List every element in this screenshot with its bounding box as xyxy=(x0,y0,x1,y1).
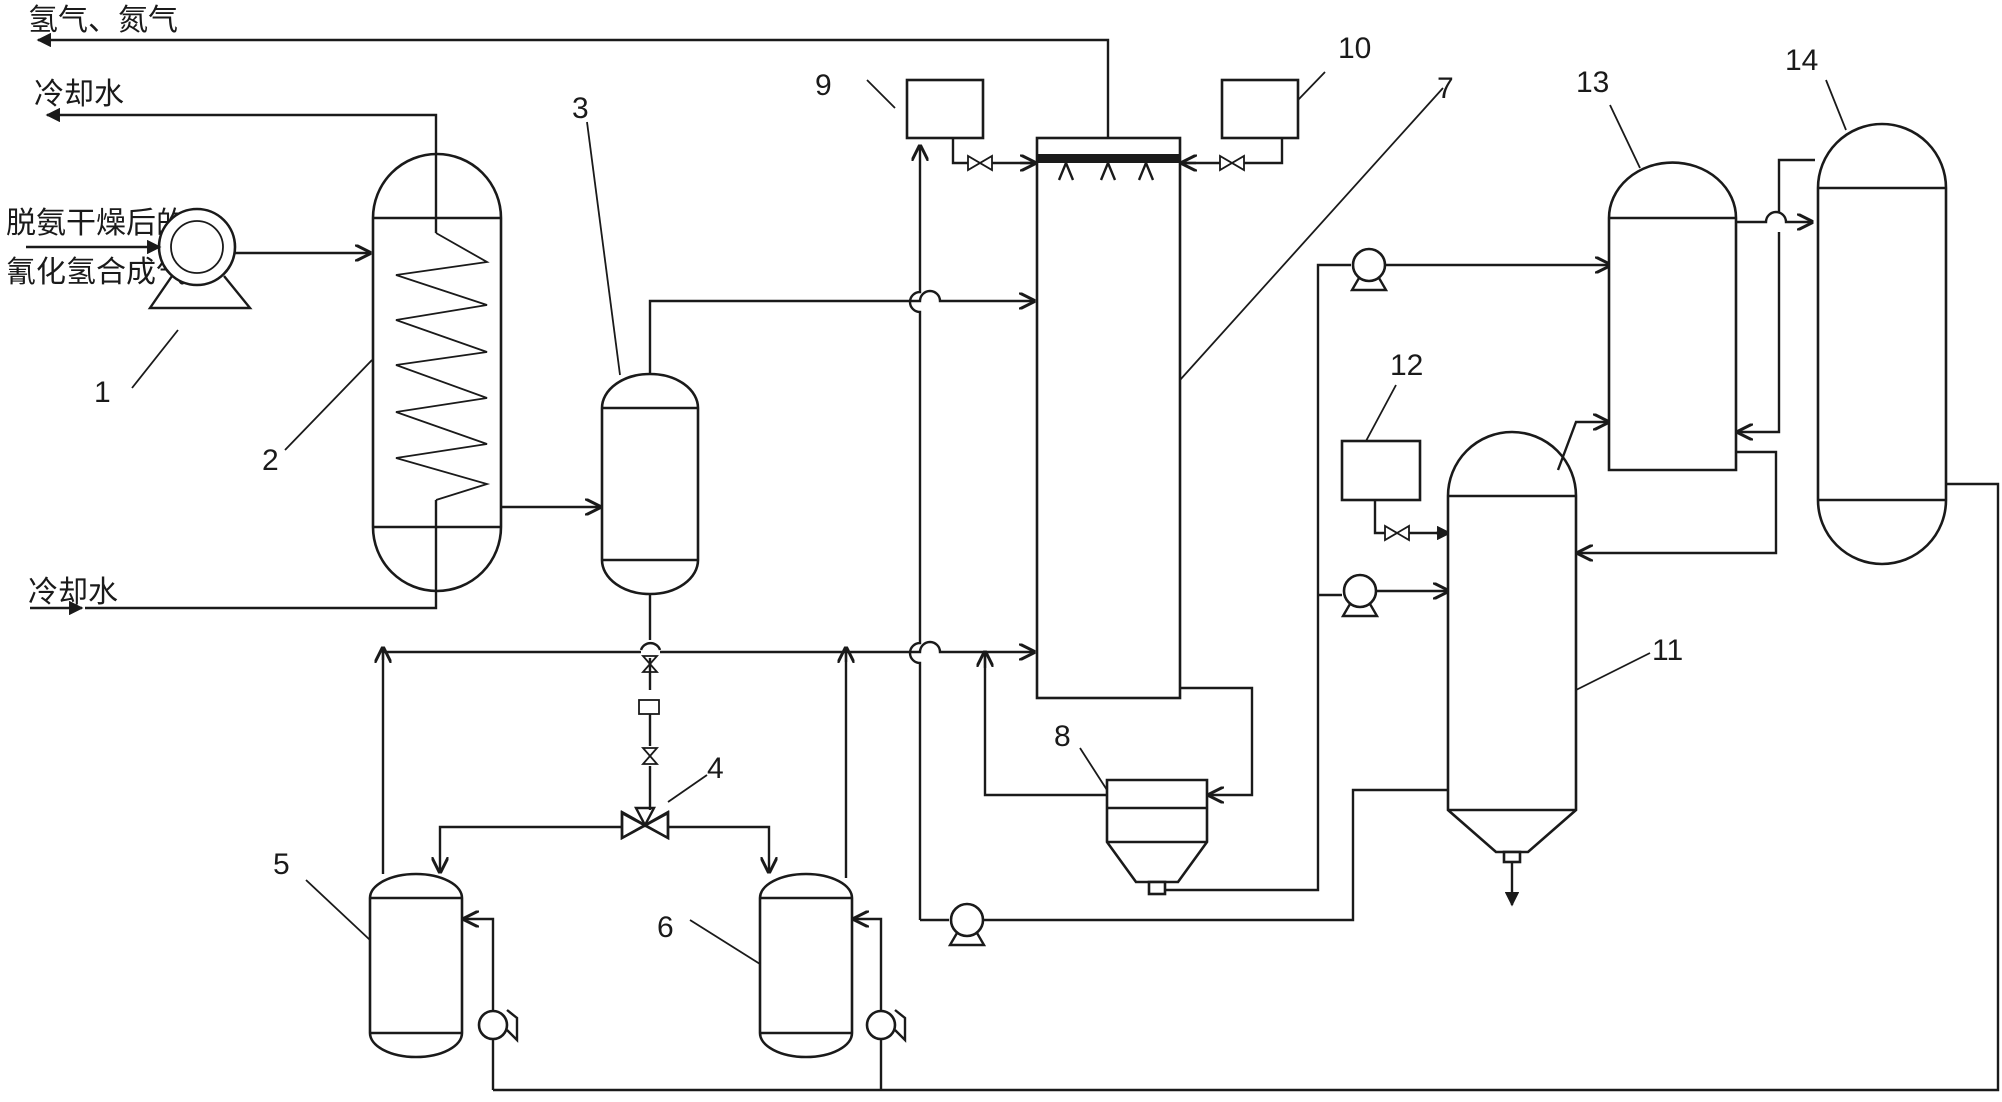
tank9-to-absorber xyxy=(951,138,1035,165)
label-8: 8 xyxy=(1054,720,1071,753)
dosing-tank-10 xyxy=(1220,78,1300,140)
leader-1 xyxy=(131,329,179,389)
recycle-up-line xyxy=(908,146,920,920)
pump-to-11 xyxy=(1340,573,1380,618)
stream-label-feed-line1: 脱氨干燥后的 xyxy=(6,206,186,241)
pump-bottom xyxy=(947,902,987,947)
hopper-8 xyxy=(1105,778,1209,896)
valve4-to-tank6 xyxy=(668,825,769,872)
label-10: 10 xyxy=(1338,32,1371,65)
leader-12 xyxy=(1365,384,1397,442)
label-3: 3 xyxy=(572,92,589,125)
leader-11 xyxy=(1575,652,1651,691)
hopper-return-line xyxy=(983,652,1107,797)
leader-10 xyxy=(1297,71,1326,101)
14-to-13-return xyxy=(1738,158,1815,432)
label-11: 11 xyxy=(1652,634,1683,667)
tank10-to-absorber xyxy=(1185,138,1284,165)
pump6-to-tank6 xyxy=(854,919,883,1011)
tank-5 xyxy=(368,872,464,1059)
vessel-13 xyxy=(1607,161,1738,472)
crossover-3 xyxy=(639,641,662,651)
cooling-water-in-line xyxy=(85,500,438,610)
label-9: 9 xyxy=(815,69,832,102)
dosing-tank-9 xyxy=(905,78,985,140)
stream-label-cooling-water-out: 冷却水 xyxy=(34,77,124,112)
tank-6 xyxy=(758,872,854,1059)
leader-5 xyxy=(305,879,371,941)
leader-2 xyxy=(284,359,373,451)
return-line-from-14 xyxy=(493,482,2000,1092)
cooling-water-out-line xyxy=(45,107,438,233)
leader-3 xyxy=(586,121,621,376)
leader-14 xyxy=(1825,79,1847,131)
valve4-to-tank5 xyxy=(440,825,622,872)
leader-8 xyxy=(1079,747,1108,791)
crystallizer-to-13 xyxy=(1556,422,1608,471)
label-12: 12 xyxy=(1390,349,1423,382)
13-to-14-line xyxy=(1736,210,1812,222)
line-to-pump-top xyxy=(1316,263,1351,595)
label-5: 5 xyxy=(273,848,290,881)
label-14: 14 xyxy=(1785,44,1818,77)
separator-gas-to-absorber-line xyxy=(648,289,1034,375)
hopper-bottom-line xyxy=(1165,595,1320,892)
pump-to-13 xyxy=(1349,247,1389,292)
cooler-2 xyxy=(371,152,503,593)
leader-4 xyxy=(667,774,708,803)
valve-10 xyxy=(1219,154,1245,172)
label-1: 1 xyxy=(94,376,111,409)
crystallizer-11 xyxy=(1446,430,1578,864)
absorber-column-7 xyxy=(1035,136,1182,700)
tank12-to-11 xyxy=(1373,500,1450,535)
label-6: 6 xyxy=(657,911,674,944)
label-2: 2 xyxy=(262,444,279,477)
valve-lower xyxy=(641,747,659,765)
leader-7 xyxy=(1179,87,1444,381)
pump5-to-tank5 xyxy=(464,919,495,1011)
leader-6 xyxy=(689,919,761,965)
dosing-tank-12 xyxy=(1340,439,1422,502)
pump-bottom-to-11 xyxy=(983,788,1450,922)
label-4: 4 xyxy=(707,752,724,785)
13-to-crystallizer-return xyxy=(1578,450,1778,553)
stream-label-h2-n2: 氢气、氮气 xyxy=(28,3,178,38)
h2-n2-vent-line xyxy=(36,32,1110,138)
valve-12 xyxy=(1384,524,1410,542)
liquid-header-to-absorber xyxy=(383,642,1034,652)
vessel-14 xyxy=(1816,122,1948,566)
valve-upper xyxy=(641,655,659,673)
label-13: 13 xyxy=(1576,66,1609,99)
fan-1 xyxy=(147,207,253,310)
absorber-to-hopper xyxy=(1180,686,1254,795)
three-way-valve-4 xyxy=(620,806,670,841)
leader-13 xyxy=(1609,104,1641,169)
separator-3 xyxy=(600,372,700,596)
valve-9 xyxy=(967,154,993,172)
label-7: 7 xyxy=(1437,72,1454,105)
stream-label-feed-line2: 氰化氢合成气 xyxy=(6,255,186,290)
stream-label-cooling-water-in: 冷却水 xyxy=(28,575,118,610)
strainer xyxy=(638,699,660,715)
pump-tank-5 xyxy=(477,1009,519,1043)
leader-9 xyxy=(866,79,896,109)
pump-tank-6 xyxy=(865,1009,907,1043)
